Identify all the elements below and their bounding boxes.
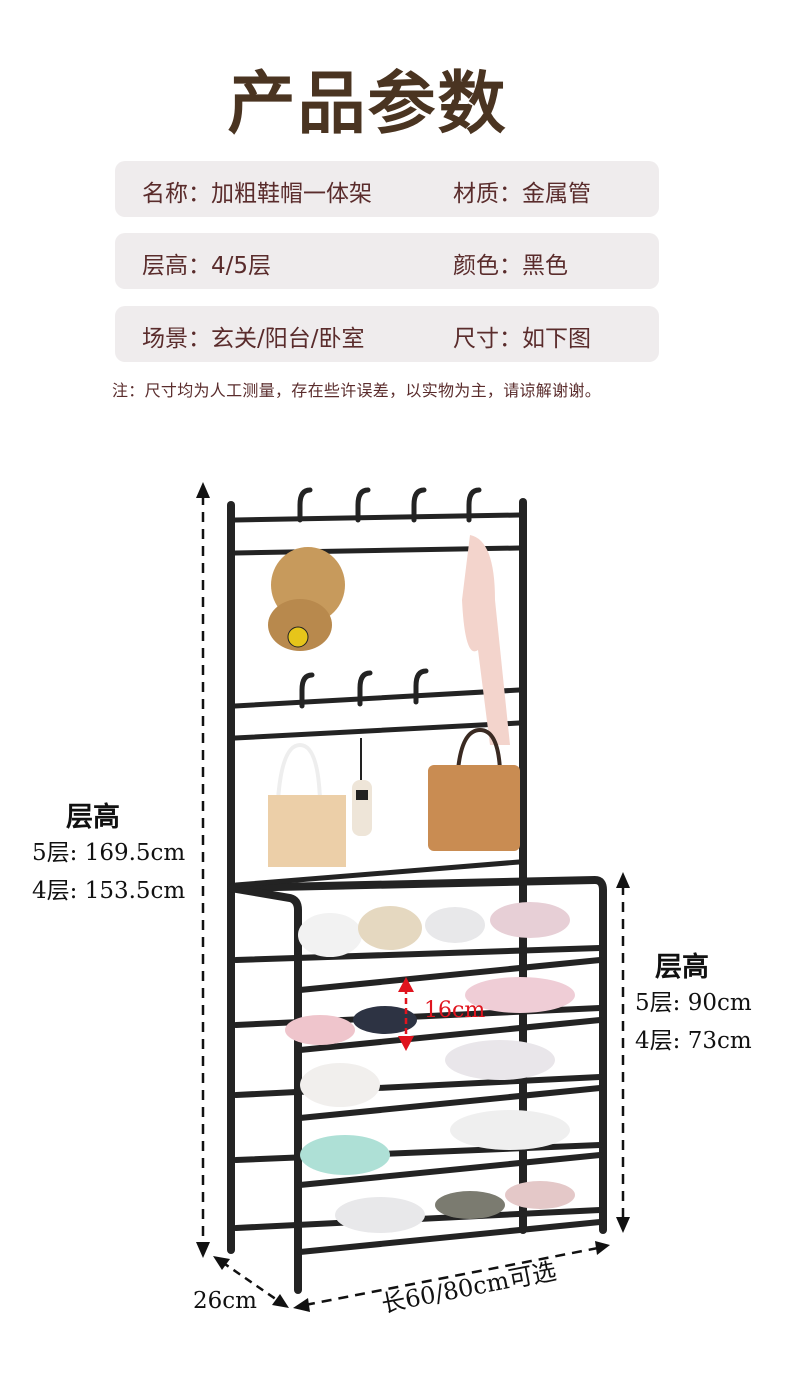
spec-row-name-material: 名称：加粗鞋帽一体架 材质：金属管 <box>115 161 659 217</box>
total-height-dimension-line <box>196 482 210 1258</box>
hanging-keychain <box>352 738 372 836</box>
spec-scene: 场景：玄关/阳台/卧室 <box>142 326 365 352</box>
rack-height-4-tier: 4层: 73cm <box>635 1028 752 1054</box>
rack-height-label: 层高 5层: 90cm 4层: 73cm <box>635 945 752 1060</box>
spec-name: 名称：加粗鞋帽一体架 <box>142 181 372 207</box>
shelf-gap-label: 16cm <box>424 998 486 1023</box>
hanging-cap <box>268 547 345 651</box>
depth-dimension-line <box>213 1256 289 1308</box>
spec-size: 尺寸：如下图 <box>453 326 591 352</box>
spec-row-scene-size: 场景：玄关/阳台/卧室 尺寸：如下图 <box>115 306 659 362</box>
hanging-scarf <box>462 535 510 745</box>
rack-height-heading: 层高 <box>655 952 709 983</box>
hanging-laptop-bag <box>428 727 520 851</box>
page-title: 产品参数 <box>227 65 508 144</box>
shelf-gap-dimension-line <box>398 977 414 1051</box>
spec-material: 材质：金属管 <box>453 181 591 207</box>
spec-tiers: 层高：4/5层 <box>142 253 272 279</box>
length-dimension-line <box>293 1241 610 1312</box>
rack-frame <box>227 487 527 1254</box>
spec-row-tiers-color: 层高：4/5层 颜色：黑色 <box>115 233 659 289</box>
rack-height-dimension-line <box>616 872 630 1233</box>
total-height-label: 层高 5层: 169.5cm 4层: 153.5cm <box>32 795 185 910</box>
spec-color: 颜色：黑色 <box>453 253 568 279</box>
measurement-note: 注：尺寸均为人工测量，存在些许误差，以实物为主，请谅解谢谢。 <box>112 381 602 400</box>
shoes <box>285 902 575 1233</box>
total-height-5-tier: 5层: 169.5cm <box>32 840 186 866</box>
total-height-heading: 层高 <box>66 802 120 833</box>
total-height-4-tier: 4层: 153.5cm <box>32 878 186 904</box>
shoe-rack <box>227 859 607 1294</box>
depth-label: 26cm <box>193 1288 257 1314</box>
hanging-tote-bag <box>268 742 346 867</box>
rack-height-5-tier: 5层: 90cm <box>635 990 752 1016</box>
